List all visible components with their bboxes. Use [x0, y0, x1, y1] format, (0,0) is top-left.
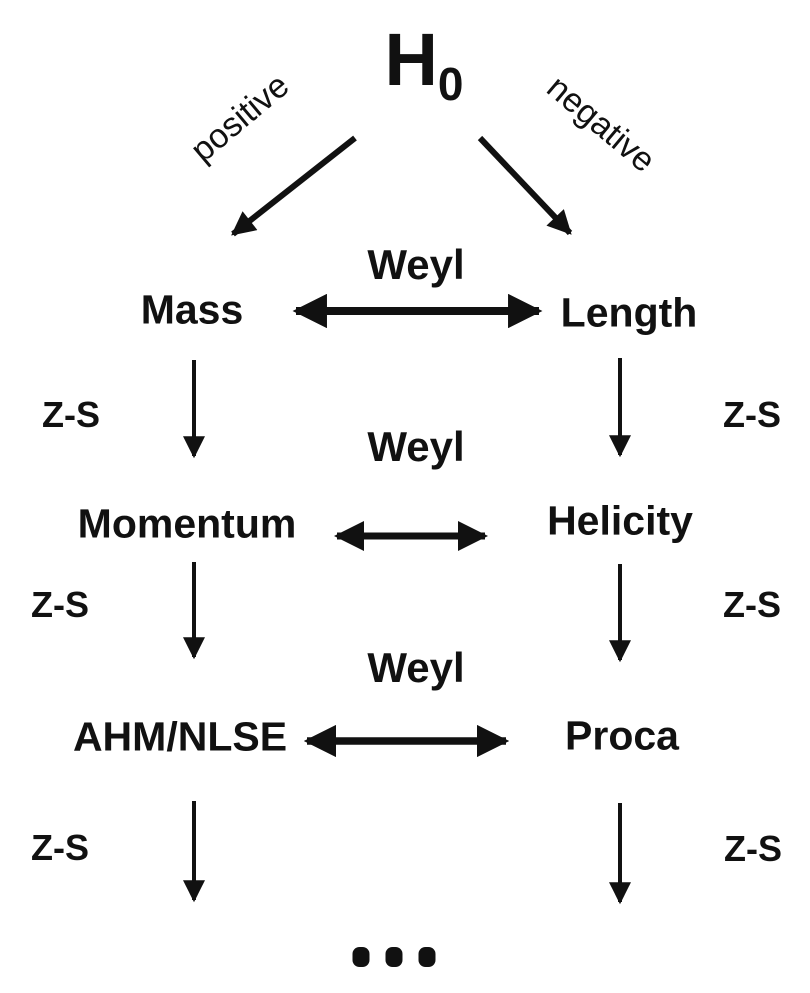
h0-symbol: H [384, 18, 438, 101]
continuation-ellipsis [352, 947, 436, 967]
node-mass: Mass [140, 286, 244, 333]
node-ahm-nlse: AHM/NLSE [72, 713, 288, 760]
ellipsis-dot [385, 947, 403, 967]
zs-label-right-row1: Z-S [723, 394, 781, 435]
ellipsis-dot [352, 947, 370, 967]
weyl-label-row2: Weyl [367, 423, 465, 470]
ellipsis-dot [418, 947, 436, 967]
node-helicity: Helicity [547, 497, 693, 544]
node-proca: Proca [565, 712, 679, 759]
weyl-label-row1: Weyl [367, 241, 465, 288]
h0-subscript: 0 [437, 58, 464, 110]
arrow-h0-to-mass [231, 135, 357, 237]
node-momentum: Momentum [77, 500, 297, 547]
zs-label-left-row1: Z-S [42, 394, 100, 435]
zs-label-left-row2: Z-S [31, 584, 89, 625]
node-h0: H0 [384, 23, 463, 108]
weyl-label-row3: Weyl [367, 644, 465, 691]
zs-label-left-row3: Z-S [31, 827, 89, 868]
node-length: Length [560, 289, 698, 336]
arrow-h0-to-length [477, 135, 573, 236]
zs-label-right-row2: Z-S [723, 584, 781, 625]
zs-label-right-row3: Z-S [724, 828, 782, 869]
